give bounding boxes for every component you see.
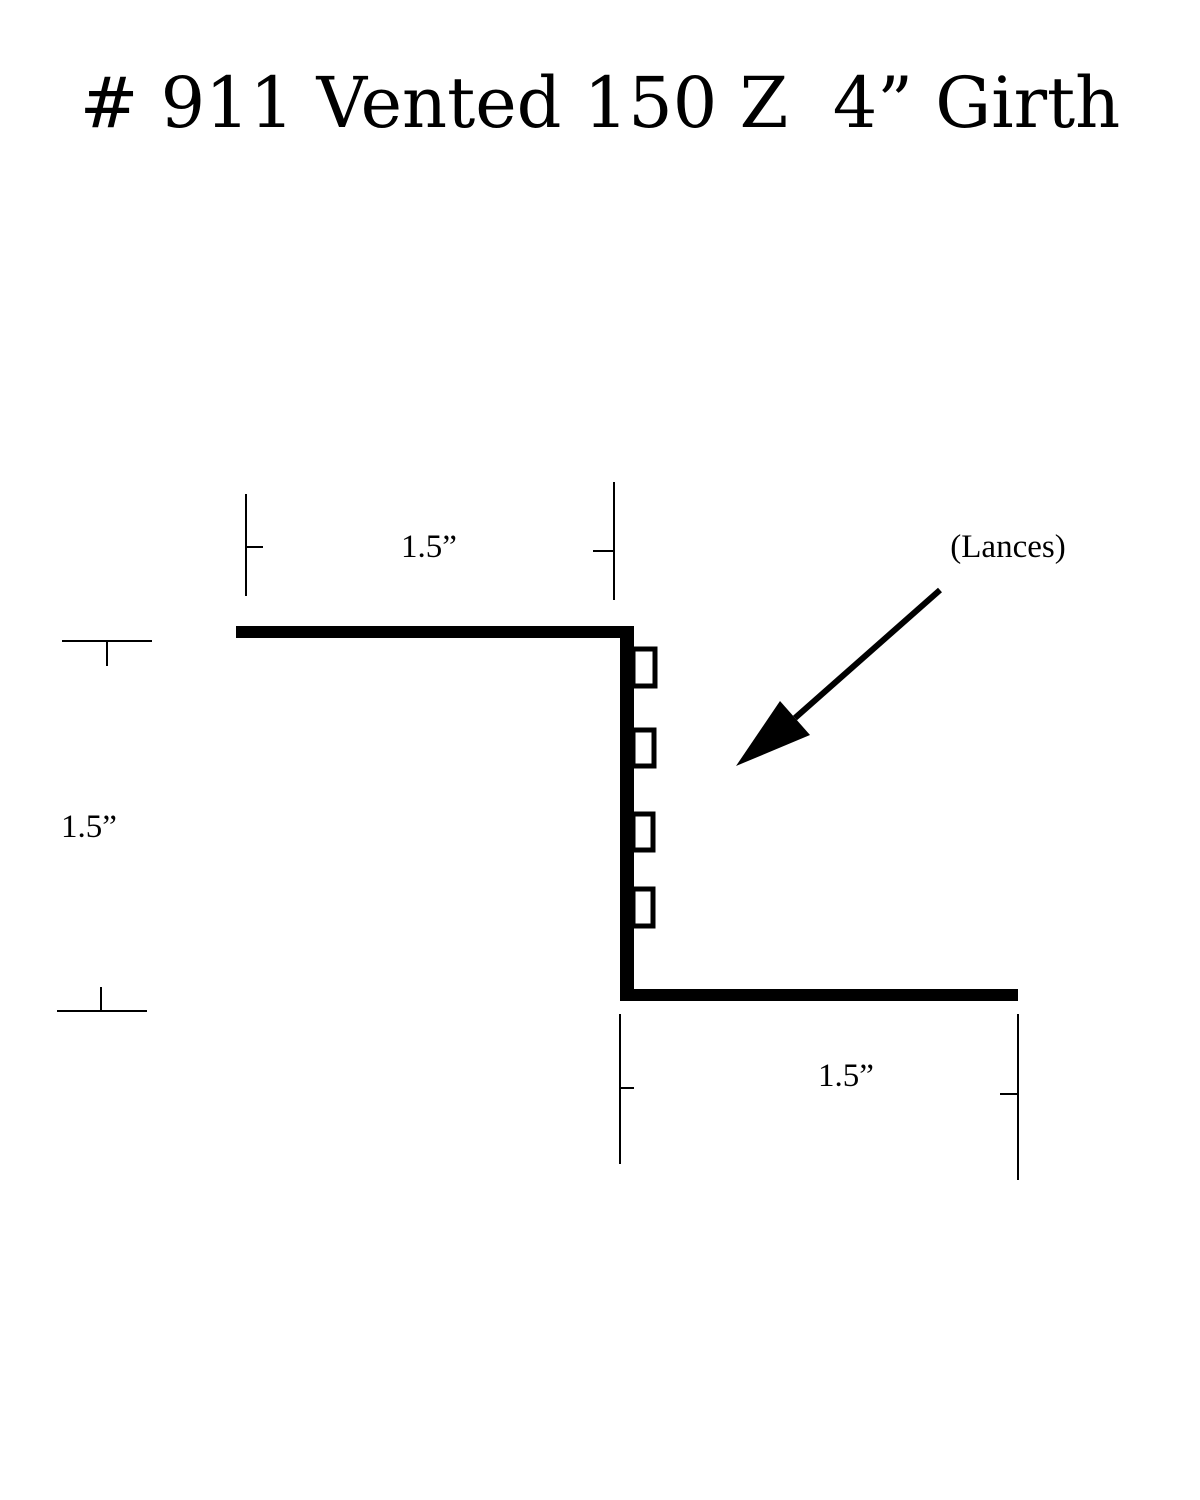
bottom-dimension-label: 1.5” — [818, 1058, 874, 1094]
z-profile — [236, 626, 1018, 1001]
top-dimension-label: 1.5” — [401, 529, 457, 565]
lance — [630, 646, 658, 689]
bottom-dimension: 1.5” — [619, 1014, 1019, 1180]
lance — [630, 811, 656, 853]
page-title: # 911 Vented 150 Z 4” Girth — [79, 62, 1121, 144]
lances-label: (Lances) — [950, 529, 1065, 565]
lances-callout: (Lances) — [736, 529, 1066, 766]
left-dimension-label: 1.5” — [61, 809, 117, 845]
callout-arrow-shaft — [793, 587, 942, 721]
top-dimension: 1.5” — [245, 482, 615, 600]
lance — [630, 886, 656, 929]
lances — [630, 646, 658, 929]
left-dimension: 1.5” — [57, 640, 152, 1012]
arrow-head-icon — [736, 701, 810, 766]
lance — [630, 727, 657, 769]
